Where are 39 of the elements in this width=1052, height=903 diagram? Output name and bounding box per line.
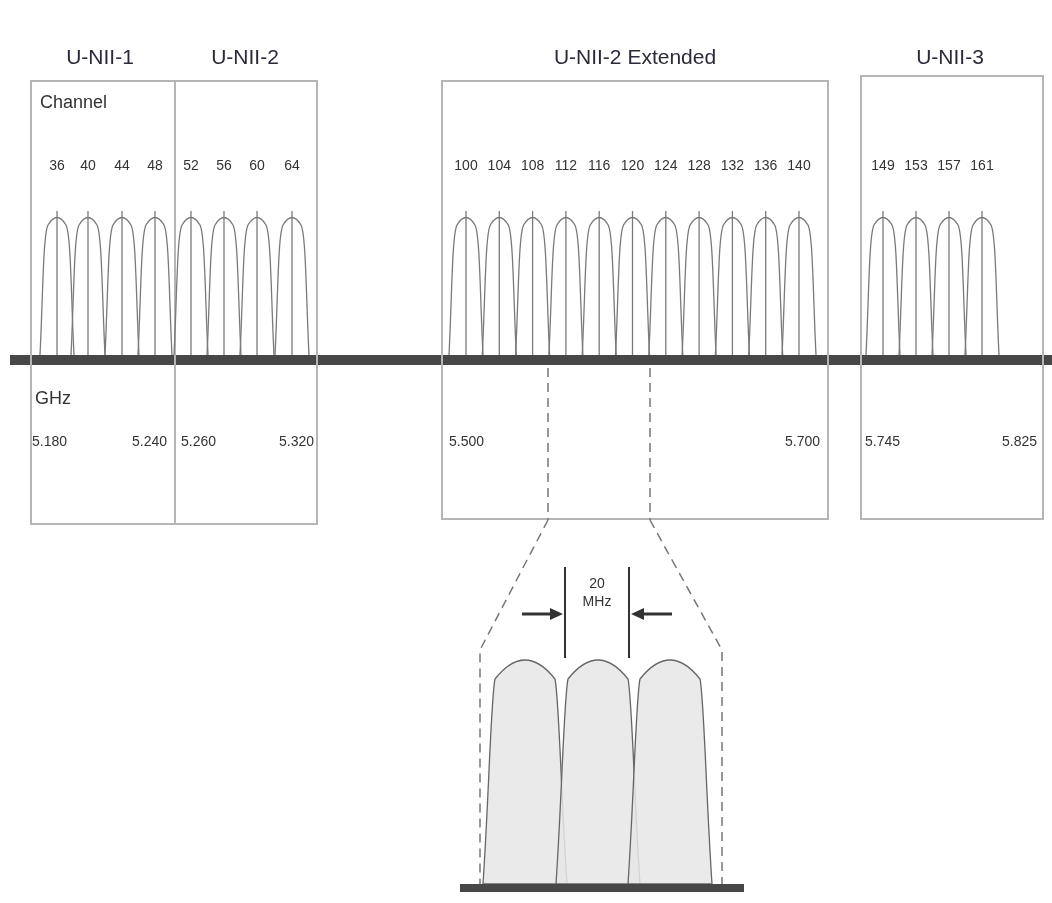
frequency-label: 5.825 (1001, 433, 1037, 450)
frequency-label: 5.500 (449, 433, 485, 450)
channel-number: 108 (520, 157, 545, 174)
frequency-label: 5.700 (784, 433, 820, 450)
unit-heading: GHz (35, 388, 71, 409)
band-name: U-NII-2 Extended (553, 45, 717, 70)
channel-number: 40 (80, 157, 96, 174)
channel-number: 124 (654, 157, 678, 174)
channel-number: 100 (454, 157, 478, 174)
channel-number: 48 (147, 157, 163, 174)
channel-number: 157 (937, 157, 961, 174)
channel-number: 132 (720, 157, 745, 174)
zoom-guide-line (649, 519, 673, 561)
channel-number: 128 (687, 157, 711, 174)
channel-number: 116 (588, 157, 611, 174)
channel-number: 161 (970, 157, 994, 174)
channel-number: 56 (216, 157, 232, 174)
channel-heading: Channel (40, 92, 108, 113)
band-name: U-NII-3 (916, 45, 984, 70)
channel-number: 36 (49, 157, 65, 174)
frequency-label: 5.320 (278, 433, 314, 450)
channel-number: 44 (114, 157, 130, 174)
frequency-label: 5.260 (181, 433, 217, 450)
channel-number: 52 (183, 157, 199, 174)
band-name: U-NII-2 (211, 45, 279, 70)
frequency-label: 5.745 (865, 433, 901, 450)
channel-number: 104 (487, 157, 511, 174)
channel-number: 149 (871, 157, 895, 174)
channel-number: 153 (904, 157, 928, 174)
channel-number: 136 (754, 157, 778, 174)
frequency-label: 5.240 (131, 433, 167, 450)
channel-number: 112 (554, 157, 578, 174)
bandwidth-label: 20 MHz (581, 574, 613, 611)
channel-number: 140 (787, 157, 811, 174)
channel-number: 120 (620, 157, 645, 174)
frequency-label: 5.180 (32, 433, 68, 450)
channel-number: 60 (249, 157, 265, 174)
channel-number: 64 (284, 157, 300, 174)
band-name: U-NII-1 (66, 45, 134, 70)
